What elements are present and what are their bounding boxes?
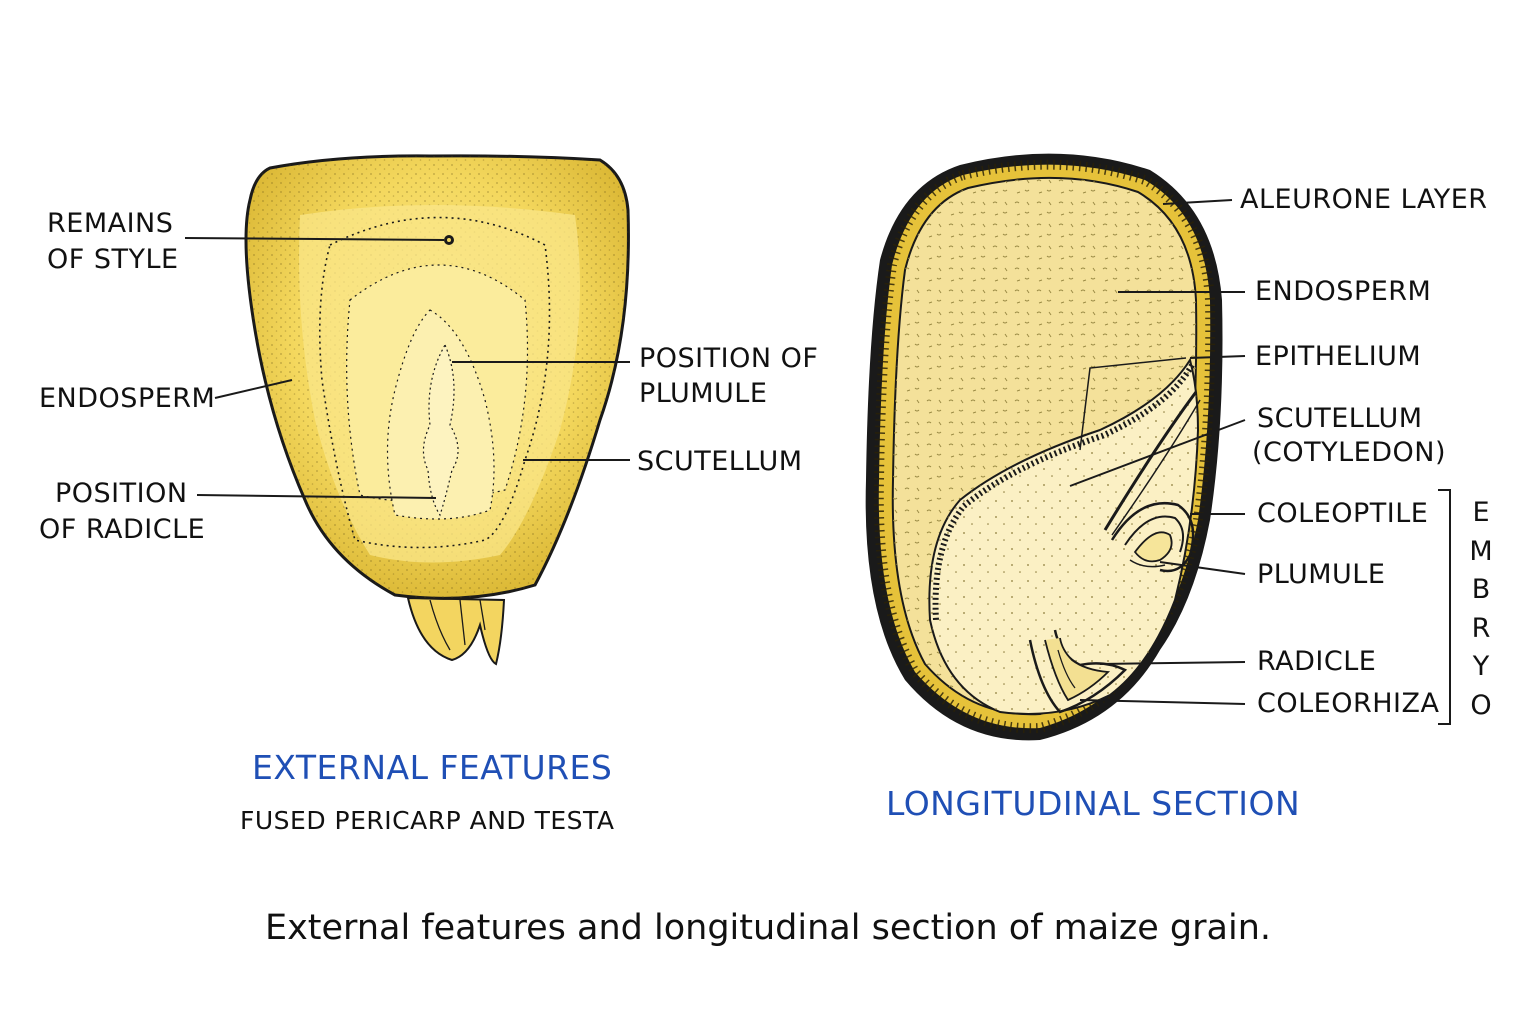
plumule — [1133, 531, 1173, 563]
epithelium-band — [932, 363, 1195, 621]
coleoptile — [1110, 501, 1195, 573]
external-features-title: EXTERNAL FEATURES — [252, 748, 613, 787]
external-kernel — [244, 154, 630, 666]
label-radicle: RADICLE — [1257, 646, 1377, 677]
label-epithelium: EPITHELIUM — [1255, 341, 1422, 372]
embryo-letter: O — [1470, 689, 1492, 721]
label-external-scutellum: SCUTELLUM — [637, 446, 803, 477]
label-coleoptile: COLEOPTILE — [1257, 498, 1429, 529]
label-external-endosperm: ENDOSPERM — [39, 383, 216, 414]
label-scutellum-line1: SCUTELLUM — [1257, 403, 1423, 434]
radicle — [1044, 637, 1111, 702]
label-scutellum-line2: (COTYLEDON) — [1252, 437, 1446, 468]
embryo-letter: B — [1471, 574, 1491, 605]
figure-caption: External features and longitudinal secti… — [264, 908, 1272, 948]
label-position-of-plumule-line2: PLUMULE — [639, 378, 768, 409]
kernel-tip — [406, 596, 506, 666]
label-remains-of-style-line2: OF STYLE — [47, 244, 179, 275]
section-leaders — [1069, 199, 1246, 705]
scutellum-outline — [318, 216, 551, 549]
external-leaders — [184, 237, 630, 499]
label-position-of-radicle-line2: OF RADICLE — [39, 514, 206, 545]
label-coleorhiza: COLEORHIZA — [1257, 688, 1440, 719]
label-section-endosperm: ENDOSPERM — [1255, 276, 1432, 307]
embryo-bracket — [1438, 489, 1451, 725]
label-remains-of-style-line1: REMAINS — [47, 208, 174, 239]
embryo-letter: Y — [1472, 651, 1490, 682]
longitudinal-section-title: LONGITUDINAL SECTION — [886, 784, 1301, 823]
embryo-letter: E — [1472, 497, 1490, 528]
embryo-letter: M — [1469, 535, 1493, 567]
label-position-of-radicle-line1: POSITION — [55, 478, 188, 509]
label-aleurone-layer: ALEURONE LAYER — [1240, 184, 1488, 215]
external-features-subtitle: FUSED PERICARP AND TESTA — [240, 806, 615, 835]
embryo-vertical-label: E M B R Y O — [1468, 494, 1494, 725]
label-plumule: PLUMULE — [1257, 559, 1386, 590]
label-position-of-plumule-line1: POSITION OF — [639, 343, 819, 374]
embryo-letter: R — [1471, 612, 1491, 644]
section-grain — [865, 153, 1223, 741]
